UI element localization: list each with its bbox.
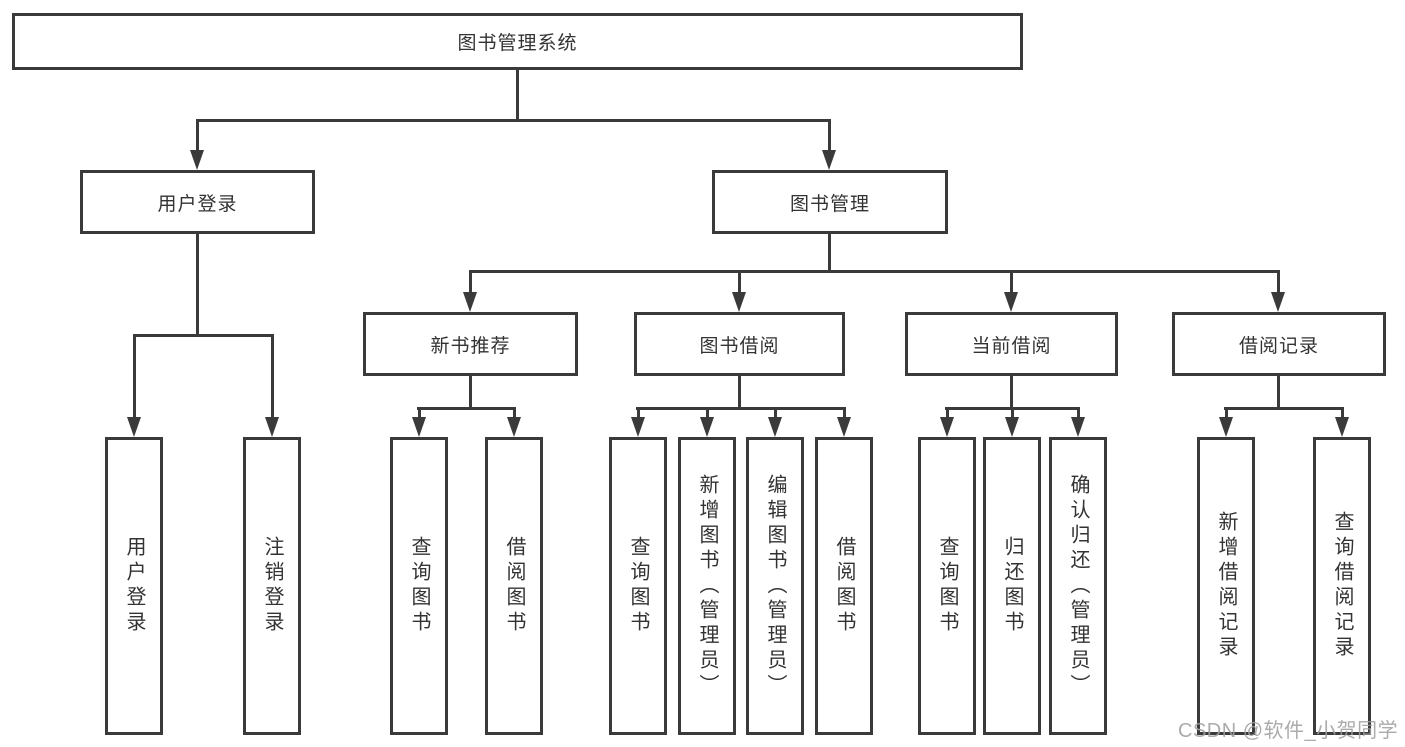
connector-drop [196,119,199,152]
connector-drop [946,407,949,419]
leaf-query-book-rec: 查询图书 [390,437,448,735]
node-current-borrow: 当前借阅 [905,312,1118,376]
arrowhead-down [940,417,954,437]
connector-bus-new-book-rec [417,407,516,410]
connector-drop [1341,407,1344,419]
connector-bus-user-login [133,334,274,337]
connector-user-login-stem [196,234,199,334]
leaf-logout: 注销登录 [243,437,301,735]
connector-drop [828,119,831,152]
leaf-label: 查询借阅记录 [1331,511,1353,661]
leaf-user-login: 用户登录 [105,437,163,735]
connector-drop [469,270,472,293]
connector-book-mgmt-stem [828,234,831,270]
arrowhead-down [732,292,746,312]
arrowhead-down [1071,417,1085,437]
connector-stem [738,376,741,407]
leaf-add-book-admin: 新增图书（管理员） [678,437,736,735]
arrowhead-down [412,417,426,437]
arrowhead-down [1219,417,1233,437]
arrowhead-down [265,417,279,437]
leaf-label: 借阅图书 [833,536,855,636]
arrowhead-down [768,417,782,437]
connector-drop [1010,270,1013,293]
arrowhead-down [1335,417,1349,437]
connector-drop [133,334,136,418]
connector-drop [843,407,846,419]
connector-drop [637,407,640,419]
leaf-query-book: 查询图书 [609,437,667,735]
connector-bus-book-borrow [636,407,845,410]
leaf-label: 查询图书 [936,536,958,636]
arrowhead-down [1004,292,1018,312]
leaf-borrow-book: 借阅图书 [815,437,873,735]
connector-drop [1225,407,1228,419]
arrowhead-down [631,417,645,437]
arrowhead-down [463,292,477,312]
leaf-label: 确认归还（管理员） [1067,473,1089,699]
connector-drop [1011,407,1014,419]
node-borrow-record: 借阅记录 [1172,312,1386,376]
arrowhead-down [127,417,141,437]
leaf-borrow-book-rec: 借阅图书 [485,437,543,735]
leaf-query-borrow-record: 查询借阅记录 [1313,437,1371,735]
leaf-edit-book-admin: 编辑图书（管理员） [746,437,804,735]
connector-bus-level1 [196,119,831,122]
connector-stem [1277,376,1280,407]
arrowhead-down [822,150,836,170]
connector-root-stem [516,70,519,119]
arrowhead-down [837,417,851,437]
leaf-label: 借阅图书 [503,536,525,636]
leaf-add-borrow-record: 新增借阅记录 [1197,437,1255,735]
leaf-query-current: 查询图书 [918,437,976,735]
arrowhead-down [1005,417,1019,437]
node-book-mgmt: 图书管理 [712,170,948,234]
arrowhead-down [1271,292,1285,312]
connector-drop [706,407,709,419]
leaf-label: 编辑图书（管理员） [764,473,786,699]
leaf-label: 用户登录 [123,536,145,636]
leaf-return-book: 归还图书 [983,437,1041,735]
connector-bus-level3 [469,270,1280,273]
arrowhead-down [507,417,521,437]
leaf-label: 查询图书 [408,536,430,636]
connector-drop [1277,270,1280,293]
connector-drop [738,270,741,293]
leaf-label: 新增借阅记录 [1215,511,1237,661]
connector-stem [469,376,472,407]
connector-drop [271,334,274,418]
node-root: 图书管理系统 [12,13,1023,70]
leaf-label: 归还图书 [1001,536,1023,636]
connector-stem [1010,376,1013,407]
leaf-label: 新增图书（管理员） [696,473,718,699]
connector-bus-borrow-record [1224,407,1343,410]
connector-drop [1077,407,1080,419]
watermark: CSDN @软件_小贺同学 [1178,720,1399,742]
node-book-borrow: 图书借阅 [634,312,845,376]
leaf-confirm-return-admin: 确认归还（管理员） [1049,437,1107,735]
arrowhead-down [700,417,714,437]
leaf-label: 注销登录 [261,536,283,636]
connector-drop [513,407,516,419]
node-user-login: 用户登录 [80,170,315,234]
node-new-book-rec: 新书推荐 [363,312,578,376]
leaf-label: 查询图书 [627,536,649,636]
connector-drop [774,407,777,419]
connector-drop [418,407,421,419]
arrowhead-down [190,150,204,170]
